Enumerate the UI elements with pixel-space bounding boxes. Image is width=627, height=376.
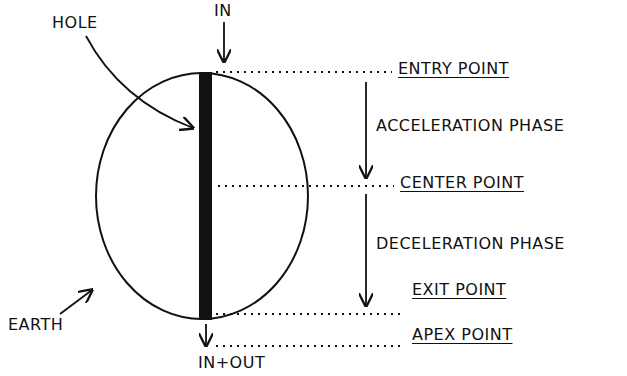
hole-leader [86,36,193,128]
earth-label: EARTH [8,316,63,334]
exit-label: IN+OUT [198,354,265,372]
entry-arrow [223,22,225,62]
acceleration-arrow [365,82,367,178]
point-label: ENTRY POINT [398,60,509,78]
exit-arrow [205,324,207,346]
hole-label: HOLE [52,14,98,32]
phase-label: ACCELERATION PHASE [376,117,564,135]
apex-dotted-line [216,345,405,347]
entry-dotted-line [216,71,392,73]
point-label: APEX POINT [412,326,512,344]
earth-outline [96,73,308,319]
entry-label: IN [214,2,232,20]
center-dotted-line [218,185,394,187]
point-label: CENTER POINT [400,174,524,192]
deceleration-arrow [365,194,367,306]
point-label: EXIT POINT [412,281,506,299]
phase-label: DECELERATION PHASE [376,235,565,253]
earth-leader [60,290,92,314]
exit-dotted-line [216,313,405,315]
hole-shaft [199,72,212,320]
